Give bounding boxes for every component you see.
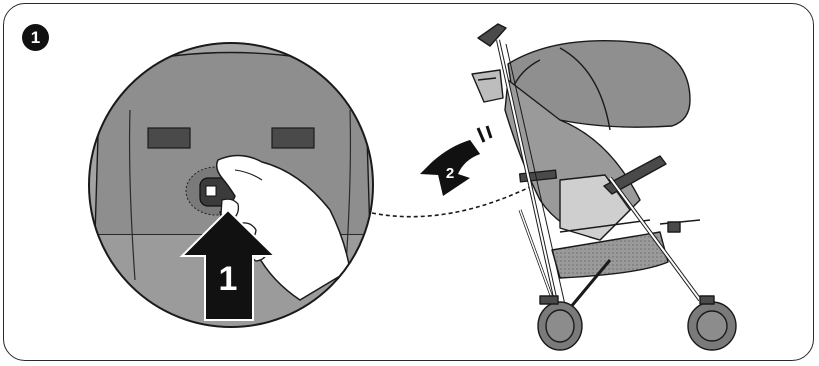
push-up-arrow: 1 [179, 208, 278, 321]
push-up-label: 1 [219, 260, 238, 298]
stroller [471, 23, 737, 351]
dashed-pointer [371, 181, 541, 218]
step-number-badge: 1 [22, 24, 49, 51]
rotate-arrow: 2 [420, 125, 493, 196]
rotate-label: 2 [446, 165, 454, 182]
